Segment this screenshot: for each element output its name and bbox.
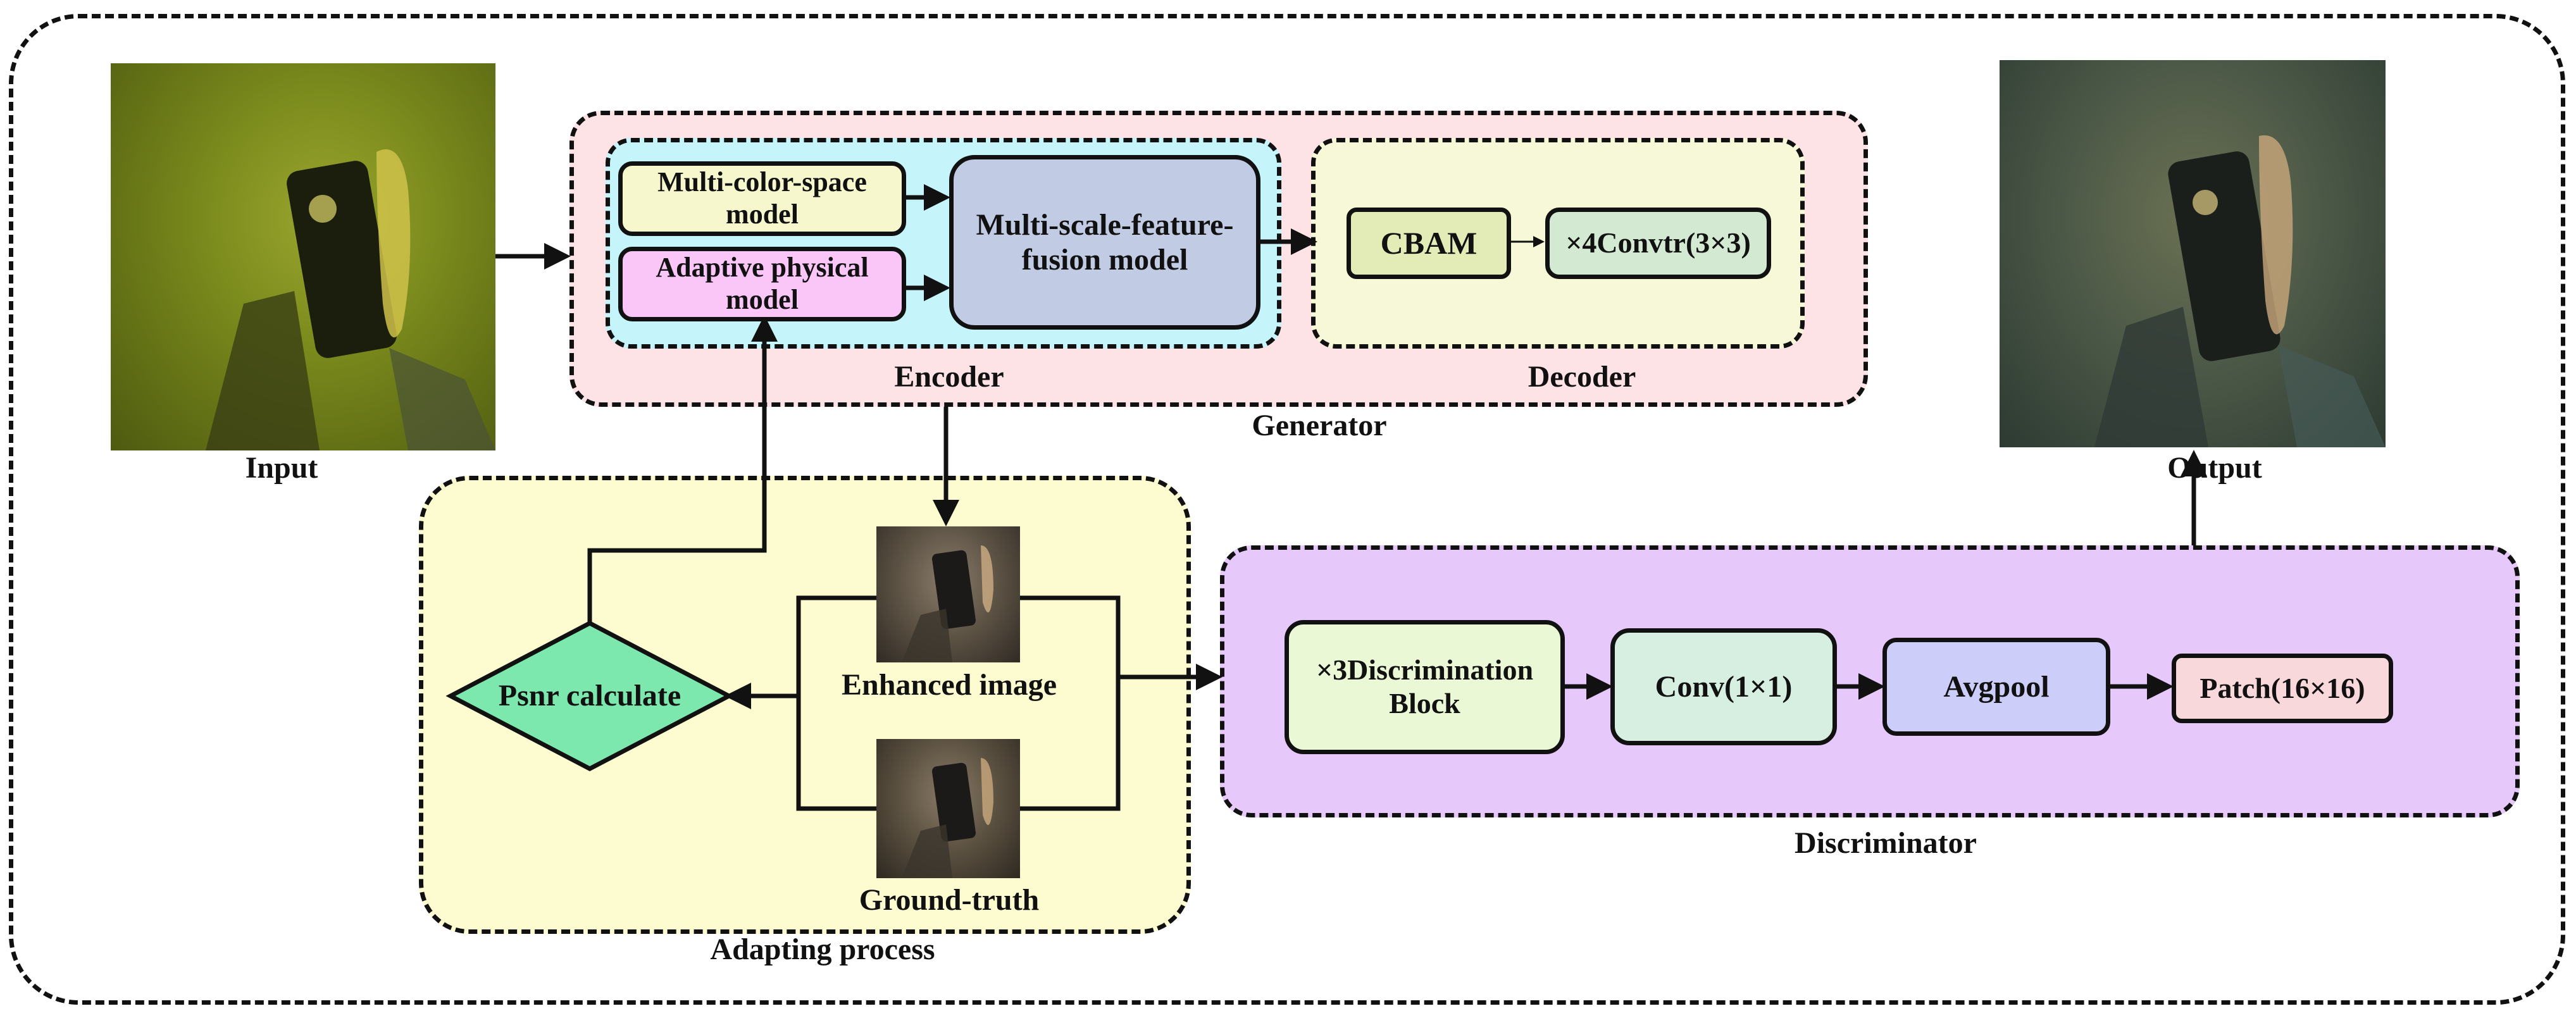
enhanced-image-label: Enhanced image: [841, 668, 1057, 702]
decoder-label: Decoder: [1528, 360, 1636, 394]
psnr-calculate-label: Psnr calculate: [498, 679, 681, 712]
input-label: Input: [245, 451, 318, 485]
cbam-box: CBAM: [1347, 208, 1511, 279]
encoder-label: Encoder: [894, 360, 1004, 394]
conv-1x1-box: Conv(1×1): [1610, 628, 1837, 745]
adapting-process-label: Adapting process: [710, 933, 935, 966]
psnr-diamond: [445, 621, 734, 771]
discrimination-block-box: ×3Discrimination Block: [1285, 620, 1565, 754]
outer-frame: [9, 14, 2565, 1005]
ground-truth-label: Ground-truth: [859, 883, 1040, 917]
ground-truth-thumbnail: [876, 739, 1020, 878]
adaptive-physical-model-box: Adaptive physical model: [618, 247, 906, 321]
discriminator-label: Discriminator: [1795, 826, 1977, 860]
input-underwater-image: [111, 63, 495, 450]
output-enhanced-image: [2000, 60, 2386, 447]
avgpool-box: Avgpool: [1882, 638, 2110, 736]
convtr-box: ×4Convtr(3×3): [1545, 208, 1771, 279]
multi-scale-feature-fusion-box: Multi-scale-feature-fusion model: [949, 155, 1260, 330]
multi-color-space-model-box: Multi-color-space model: [618, 161, 906, 236]
patch-16x16-box: Patch(16×16): [2172, 654, 2393, 723]
output-label: Output: [2167, 451, 2262, 485]
generator-label: Generator: [1252, 409, 1387, 442]
enhanced-image-thumbnail: [876, 526, 1020, 662]
